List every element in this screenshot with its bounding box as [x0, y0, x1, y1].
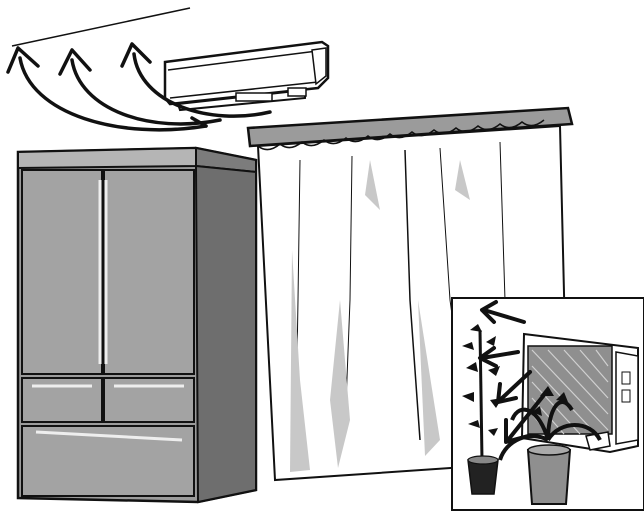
outdoor-unit-icon [522, 334, 638, 452]
indoor-air-conditioner-icon [165, 42, 328, 110]
cabinet-icon [18, 148, 256, 502]
ceiling-line [12, 8, 190, 46]
